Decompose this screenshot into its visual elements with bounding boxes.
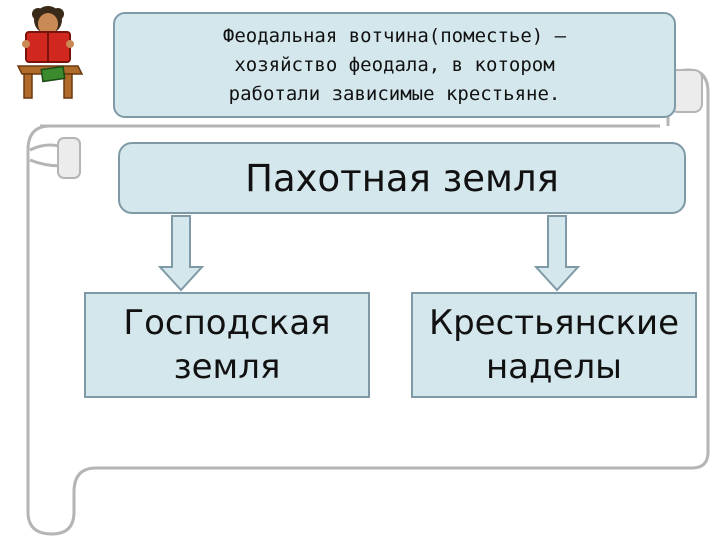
boy-reading-book-icon — [16, 6, 84, 99]
definition-text: Феодальная вотчина(поместье) – хозяйство… — [222, 24, 567, 105]
lord-land-box: Господская земля — [84, 292, 370, 398]
arable-land-box: Пахотная земля — [118, 142, 686, 214]
peasant-plots-label: Крестьянские наделы — [428, 303, 680, 387]
arrow-to-left-child — [157, 215, 205, 292]
lord-land-label: Господская земля — [123, 303, 331, 387]
arable-land-label: Пахотная земля — [245, 156, 559, 200]
peasant-plots-box: Крестьянские наделы — [411, 292, 697, 398]
arrow-to-right-child — [533, 215, 581, 292]
definition-box: Феодальная вотчина(поместье) – хозяйство… — [113, 12, 676, 118]
